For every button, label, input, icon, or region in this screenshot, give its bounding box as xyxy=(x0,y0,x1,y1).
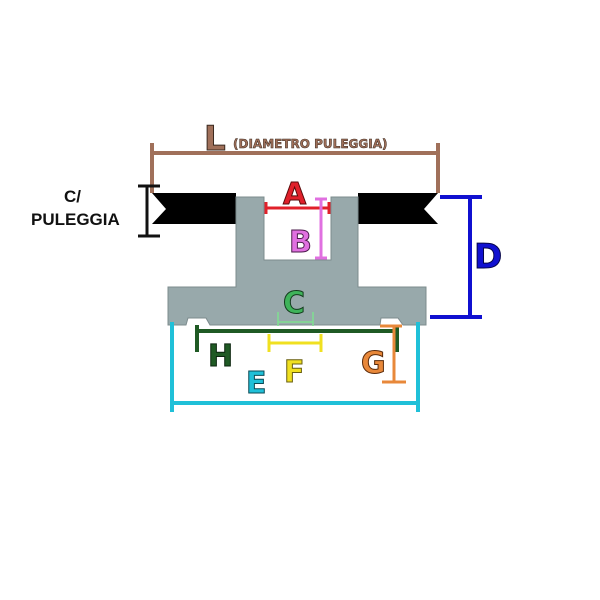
dimension-G xyxy=(380,324,406,384)
dimension-C xyxy=(277,312,314,326)
dimension-c-pulley xyxy=(138,184,160,238)
label-D: D xyxy=(474,237,502,277)
label-F: F xyxy=(284,355,305,390)
dimension-E xyxy=(170,322,420,412)
label-L: L xyxy=(204,119,226,159)
label-c-pulley-line2: PULEGGIA xyxy=(31,210,120,229)
label-A: A xyxy=(283,177,307,212)
label-c-pulley-line1: C/ xyxy=(64,187,81,206)
right-pulley-rim xyxy=(358,193,438,224)
label-G: G xyxy=(361,346,386,381)
dimension-B xyxy=(315,197,327,260)
label-E: E xyxy=(246,366,267,401)
label-C: C xyxy=(283,286,305,321)
dimension-D xyxy=(430,195,482,319)
dimension-A xyxy=(264,202,331,214)
dimension-H xyxy=(195,325,399,352)
label-L-note: (DIAMETRO PULEGGIA) xyxy=(233,137,387,151)
label-B: B xyxy=(289,225,312,260)
label-H: H xyxy=(208,339,233,374)
left-pulley-rim xyxy=(152,193,236,224)
dimension-F xyxy=(267,334,323,352)
